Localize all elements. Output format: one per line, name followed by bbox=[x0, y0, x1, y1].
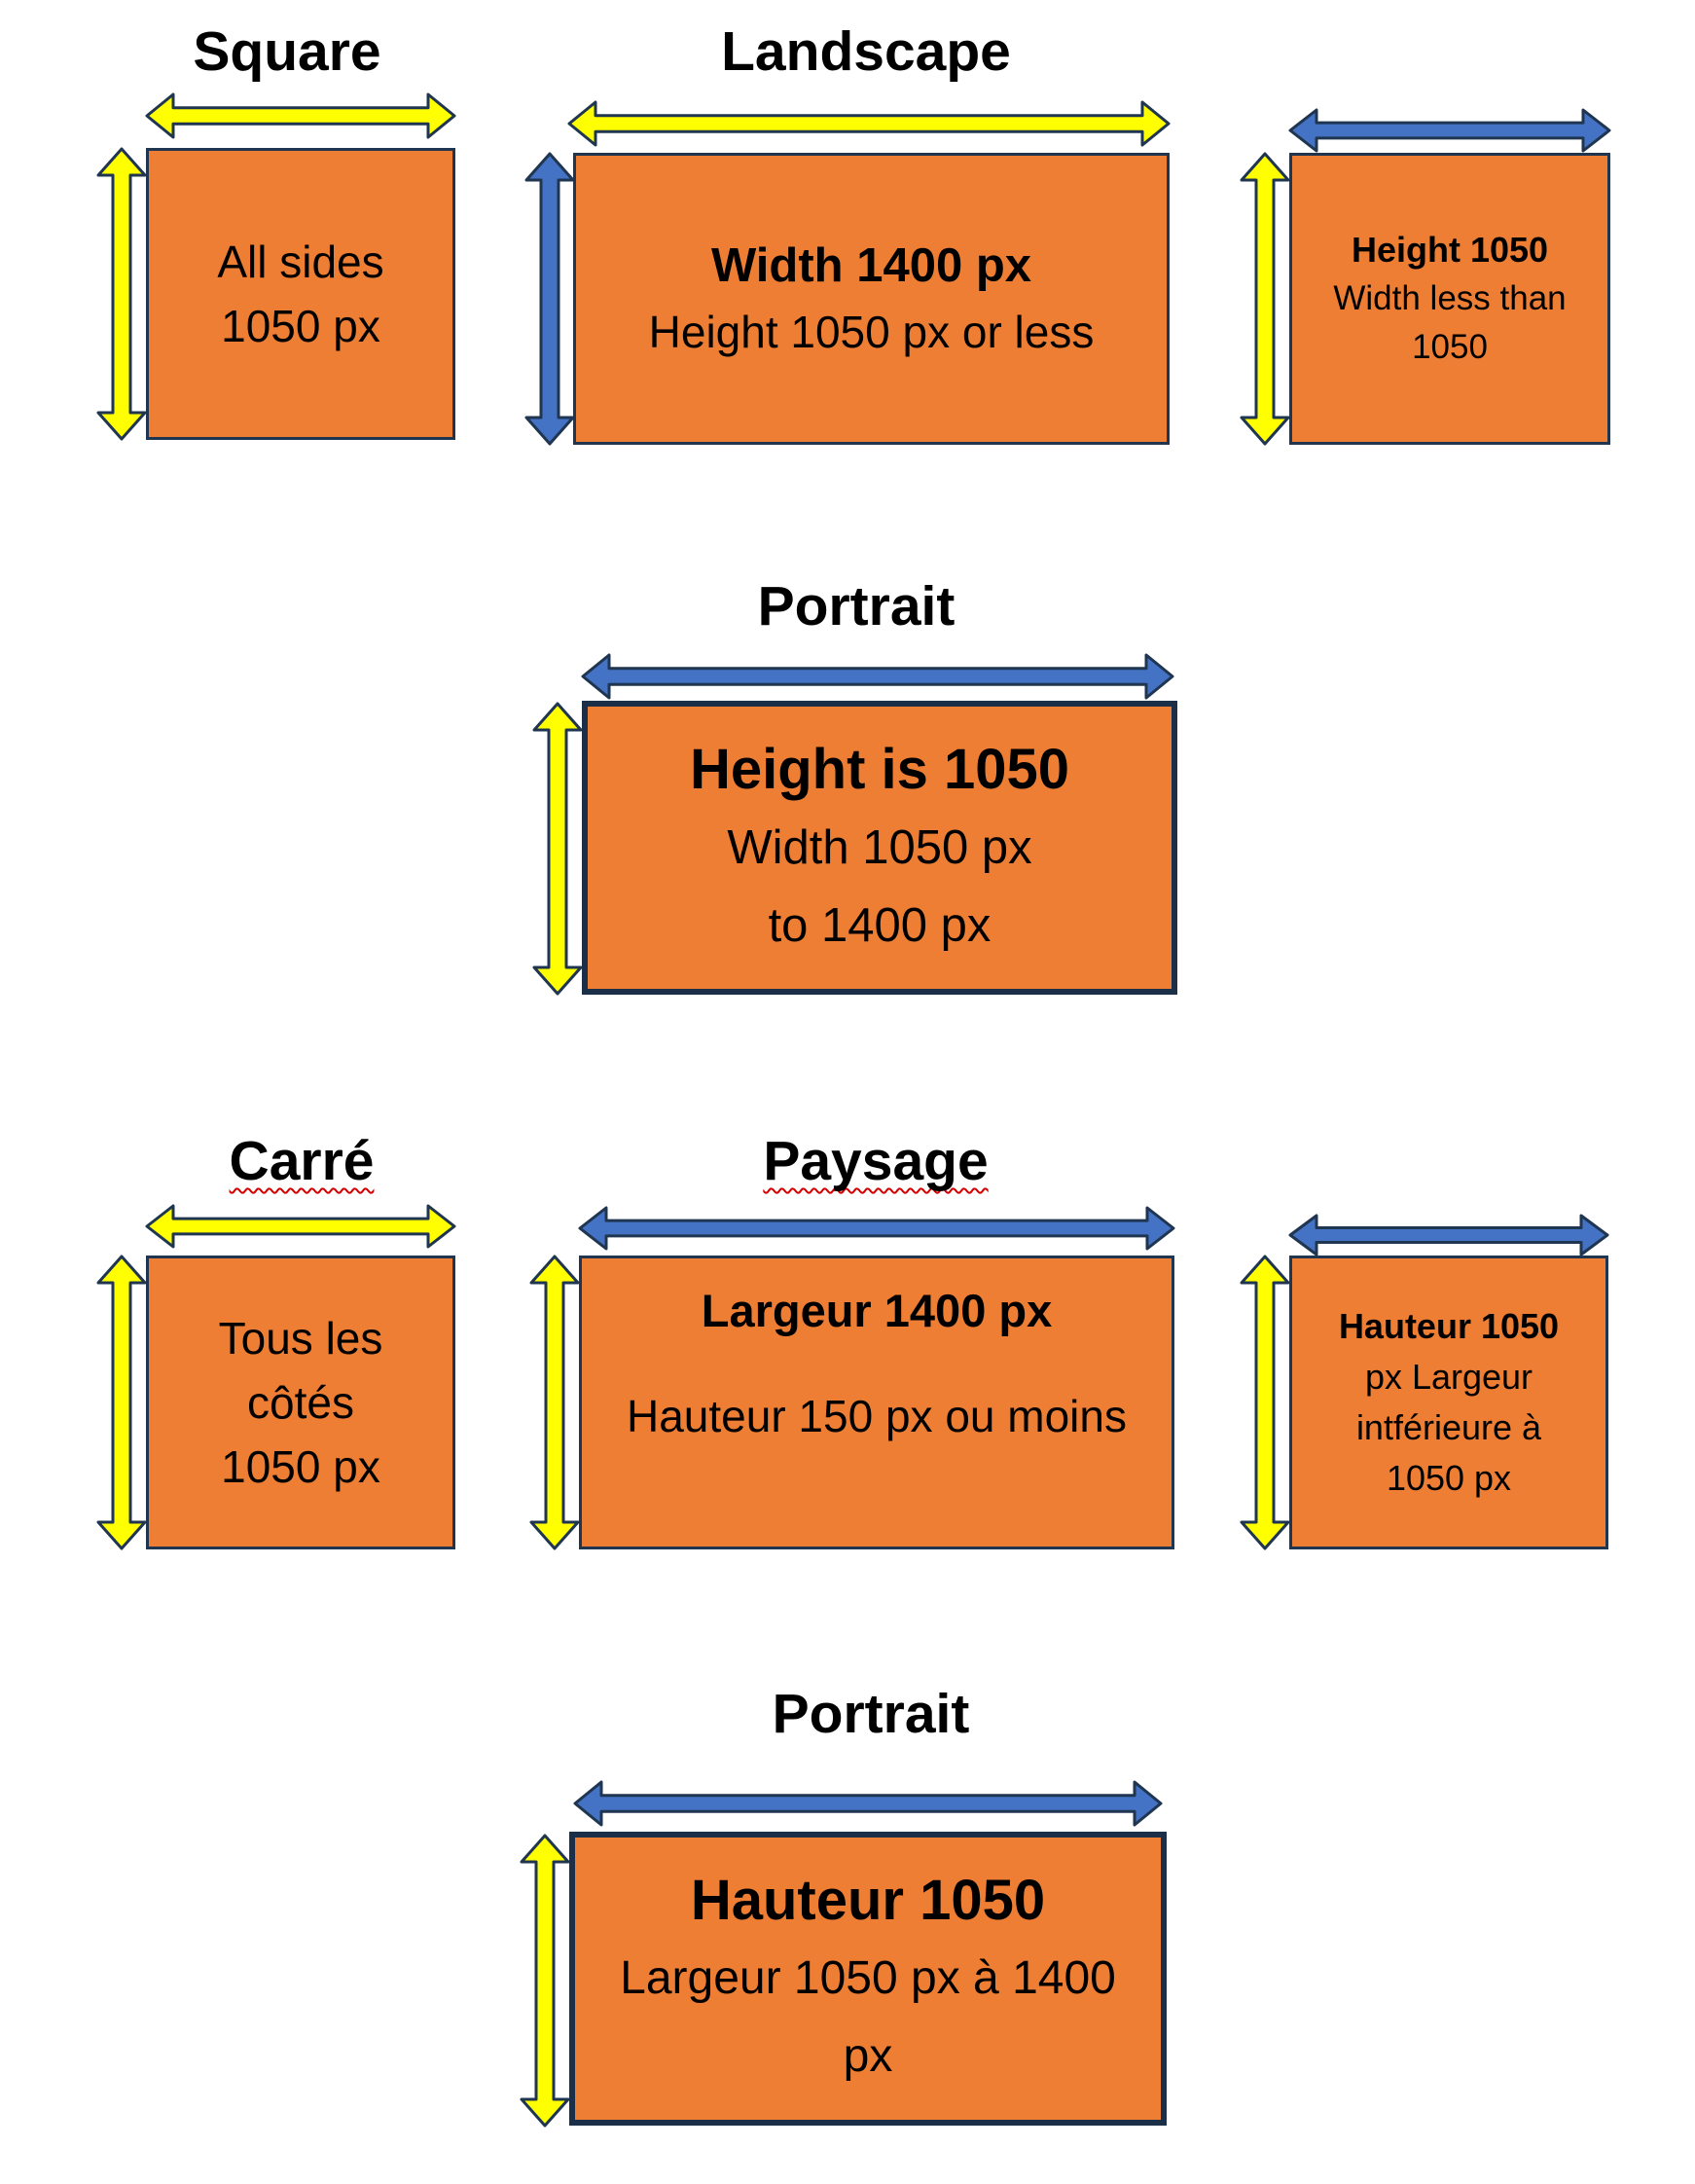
arrow-shape bbox=[1240, 152, 1290, 446]
arrow-shape bbox=[1288, 108, 1611, 153]
heading-portrait: Portrait bbox=[757, 575, 956, 637]
heading-portrait-fr: Portrait bbox=[772, 1683, 970, 1745]
arrow-shape bbox=[1288, 1214, 1609, 1256]
portrait-line-2: Width 1050 px bbox=[727, 821, 1032, 874]
arrow-shape bbox=[145, 92, 456, 139]
square-box: All sides 1050 px bbox=[146, 148, 455, 440]
height-arrow-yellow bbox=[532, 702, 583, 996]
hauteur-line-2: px Largeur bbox=[1364, 1357, 1533, 1397]
tall-line-2: Width less than bbox=[1333, 279, 1567, 317]
portrait-fr-box: Hauteur 1050 Largeur 1050 px à 1400 px bbox=[569, 1832, 1167, 2126]
heading-paysage: Paysage bbox=[763, 1130, 989, 1192]
width-arrow-blue bbox=[581, 653, 1174, 700]
landscape-line-2: Height 1050 px or less bbox=[648, 307, 1095, 357]
square-line-2: 1050 px bbox=[221, 294, 380, 358]
height-arrow-yellow bbox=[1240, 152, 1290, 446]
portrait-fr-line-1: Hauteur 1050 bbox=[690, 1869, 1046, 1932]
tall-line-1: Height 1050 bbox=[1351, 230, 1549, 270]
heading-carre: Carré bbox=[229, 1130, 375, 1192]
landscape-line-1: Width 1400 px bbox=[710, 239, 1032, 292]
carre-line-3: 1050 px bbox=[221, 1441, 380, 1492]
heading-square: Square bbox=[193, 20, 381, 83]
tall-line-3: 1050 bbox=[1412, 328, 1488, 366]
tall-box: Height 1050 Width less than 1050 bbox=[1289, 153, 1610, 445]
portrait-line-3: to 1400 px bbox=[768, 899, 992, 952]
arrow-shape bbox=[96, 147, 147, 441]
arrow-shape bbox=[567, 100, 1171, 147]
paysage-box: Largeur 1400 px Hauteur 150 px ou moins bbox=[579, 1256, 1174, 1549]
width-arrow-blue bbox=[1288, 108, 1611, 153]
height-arrow-yellow bbox=[96, 1255, 147, 1550]
arrow-shape bbox=[524, 152, 575, 446]
landscape-box: Width 1400 px Height 1050 px or less bbox=[573, 153, 1170, 445]
hauteur-line-1: Hauteur 1050 bbox=[1338, 1306, 1560, 1346]
hauteur-line-4: 1050 px bbox=[1386, 1458, 1512, 1498]
portrait-fr-line-3: px bbox=[843, 2030, 893, 2082]
portrait-line-1: Height is 1050 bbox=[689, 738, 1070, 801]
arrow-shape bbox=[532, 702, 583, 996]
arrow-shape bbox=[529, 1255, 580, 1550]
arrow-shape bbox=[96, 1255, 147, 1550]
width-arrow-blue bbox=[578, 1206, 1175, 1251]
arrow-shape bbox=[145, 1204, 456, 1249]
height-arrow-yellow bbox=[96, 147, 147, 441]
paysage-line-1: Largeur 1400 px bbox=[701, 1285, 1053, 1336]
height-arrow-yellow bbox=[520, 1834, 570, 2128]
arrow-shape bbox=[520, 1834, 570, 2128]
carre-line-1: Tous les bbox=[218, 1313, 383, 1364]
carre-box: Tous les côtés 1050 px bbox=[146, 1256, 455, 1549]
carre-line-2: côtés bbox=[247, 1377, 354, 1428]
height-arrow-blue bbox=[524, 152, 575, 446]
arrow-shape bbox=[578, 1206, 1175, 1251]
width-arrow-yellow bbox=[145, 92, 456, 139]
width-arrow-yellow bbox=[567, 100, 1171, 147]
height-arrow-yellow bbox=[1240, 1255, 1290, 1550]
width-arrow-blue bbox=[573, 1780, 1163, 1827]
arrow-shape bbox=[1240, 1255, 1290, 1550]
portrait-box: Height is 1050 Width 1050 px to 1400 px bbox=[582, 701, 1177, 995]
square-line-1: All sides bbox=[217, 237, 384, 287]
width-arrow-yellow bbox=[145, 1204, 456, 1249]
arrow-shape bbox=[581, 653, 1174, 700]
portrait-fr-line-2: Largeur 1050 px à 1400 bbox=[620, 1952, 1116, 2004]
paysage-line-2: Hauteur 150 px ou moins bbox=[627, 1391, 1127, 1441]
arrow-shape bbox=[573, 1780, 1163, 1827]
height-arrow-yellow bbox=[529, 1255, 580, 1550]
width-arrow-blue bbox=[1288, 1214, 1609, 1256]
heading-landscape: Landscape bbox=[721, 20, 1011, 83]
hauteur-line-3: intférieure à bbox=[1355, 1407, 1542, 1447]
hauteur-box: Hauteur 1050 px Largeur intférieure à 10… bbox=[1289, 1256, 1608, 1549]
square-line-2-text: 1050 px bbox=[221, 301, 380, 351]
